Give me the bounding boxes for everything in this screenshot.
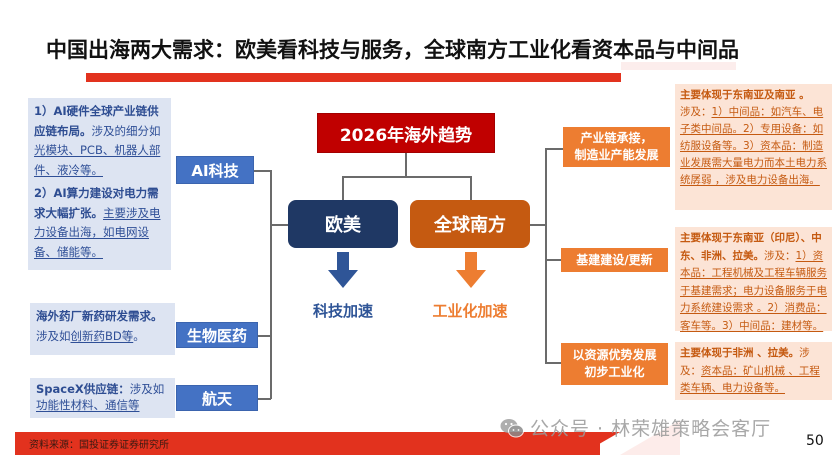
ai-hardware-segments: 光模块、PCB、机器人部件、液冷等。 [34,143,161,177]
supply-chain-tag-line2: 制造业产能发展 [574,148,659,162]
watermark: 公众号 · 林荣雄策略会客厅 [500,414,771,441]
aerospace-tag: 航天 [176,385,258,411]
resources-segments: 资本品：矿山机械 、工程类车辆、电力设备等。 [680,364,820,395]
watermark-text: 公众号 · 林荣雄策略会客厅 [530,418,772,440]
infrastructure-description: 主要体现于东南亚（印尼）、中东、非洲、拉美。涉及：1）资本品：工程机械及工程车辆… [675,227,832,332]
aerospace-segments: 功能性材料、通信等 [36,398,140,412]
supply-chain-text: 涉及： [680,106,712,118]
wechat-icon [500,418,524,437]
infrastructure-point: 主要体现于东南亚（印尼）、中东、非洲、拉美。 [680,232,822,262]
infrastructure-segments: 1）资本品：工程机械及工程车辆服务于基建需求；电力设备服务于电力系统建设需求 。… [680,249,827,332]
source-note: 资料来源：国投证券证券研究所 [29,440,169,451]
down-arrow-blue-icon [328,252,358,288]
ai-compute-segments: 主要涉及电力设备出海，如电网设备、储能等。 [34,205,161,259]
supply-chain-segments: 1）中间品：如汽车、电子类中间品。2）专用设备：如纺服设备等。3）资本品：制造业… [680,106,827,186]
footer-bar-slant [580,432,620,455]
down-arrow-orange-icon [456,252,486,288]
infrastructure-text: 涉及： [764,249,796,262]
infrastructure-tag: 基建建设/更新 [561,248,668,272]
aerospace-point: SpaceX供应链： [36,382,130,396]
page-number: 50 [806,433,824,449]
footer-decoration [620,420,680,455]
ai-hardware-text: 涉及的细分如 [91,123,161,138]
ai-tech-description: 1）AI硬件全球产业链供应链布局。涉及的细分如光模块、PCB、机器人部件、液冷等… [28,98,171,270]
resources-tag-line2: 初步工业化 [584,365,645,379]
biomed-segments: 创新药BD等 [70,328,134,343]
trend-header: 2026年海外趋势 [317,113,495,153]
western-region-box: 欧美 [288,200,398,248]
biomed-tag: 生物医药 [176,322,258,348]
connector-to-western [270,224,288,226]
resources-tag: 以资源优势发展初步工业化 [561,343,668,385]
connector-ai-tech [254,170,271,172]
header-to-western [342,176,344,200]
resources-text: 涉及： [680,347,810,377]
resources-description: 主要体现于非洲 、拉美。涉及：资本品：矿山机械 、工程类车辆、电力设备等。 [675,342,832,400]
resources-tag-line1: 以资源优势发展 [572,348,657,362]
connector-supply-chain [545,148,563,150]
global-south-region-box: 全球南方 [410,200,530,248]
biomed-description: 海外药厂新药研发需求。涉及如创新药BD等。 [30,303,175,355]
ai-hardware-point: 1）AI硬件全球产业链供应链布局。 [34,104,159,138]
supply-chain-description: 主要体现于东南亚及南亚 。涉及：1）中间品：如汽车、电子类中间品。2）专用设备：… [675,84,832,210]
biomed-text: 涉及如 [36,328,71,343]
ai-tech-tag: AI科技 [176,156,254,184]
aerospace-text: 涉及如 [129,382,165,396]
supply-chain-point: 主要体现于东南亚及南亚 。 [680,89,810,101]
header-crossbar [342,176,471,178]
left-tree-vertical [270,170,272,399]
supply-chain-tag: 产业链承接， 制造业产能发展 [563,127,670,167]
tech-acceleration-label: 科技加速 [312,302,373,320]
header-to-global-south [470,176,472,200]
slide-title: 中国出海两大需求：欧美看科技与服务，全球南方工业化看资本品与中间品 [46,38,739,62]
connector-infrastructure [545,259,563,261]
connector-from-global-south [530,224,546,226]
biomed-point: 海外药厂新药研发需求。 [36,309,163,323]
industrialization-acceleration-label: 工业化加速 [432,302,508,320]
aerospace-description: SpaceX供应链：涉及如功能性材料、通信等 [30,378,175,418]
footer-bar [15,432,600,455]
resources-point: 主要体现于非洲 、拉美。 [680,347,800,359]
header-stem [405,153,407,177]
right-tree-vertical [545,148,547,363]
title-bar-fade [621,62,736,70]
connector-aerospace [258,398,271,400]
title-underline-bar [86,73,621,82]
biomed-tail: 。 [133,328,145,343]
ai-compute-point: 2）AI算力建设对电力需求大幅扩张。 [34,186,159,220]
connector-biomed [258,335,271,337]
connector-resources [545,362,563,364]
supply-chain-tag-line1: 产业链承接， [580,131,653,145]
